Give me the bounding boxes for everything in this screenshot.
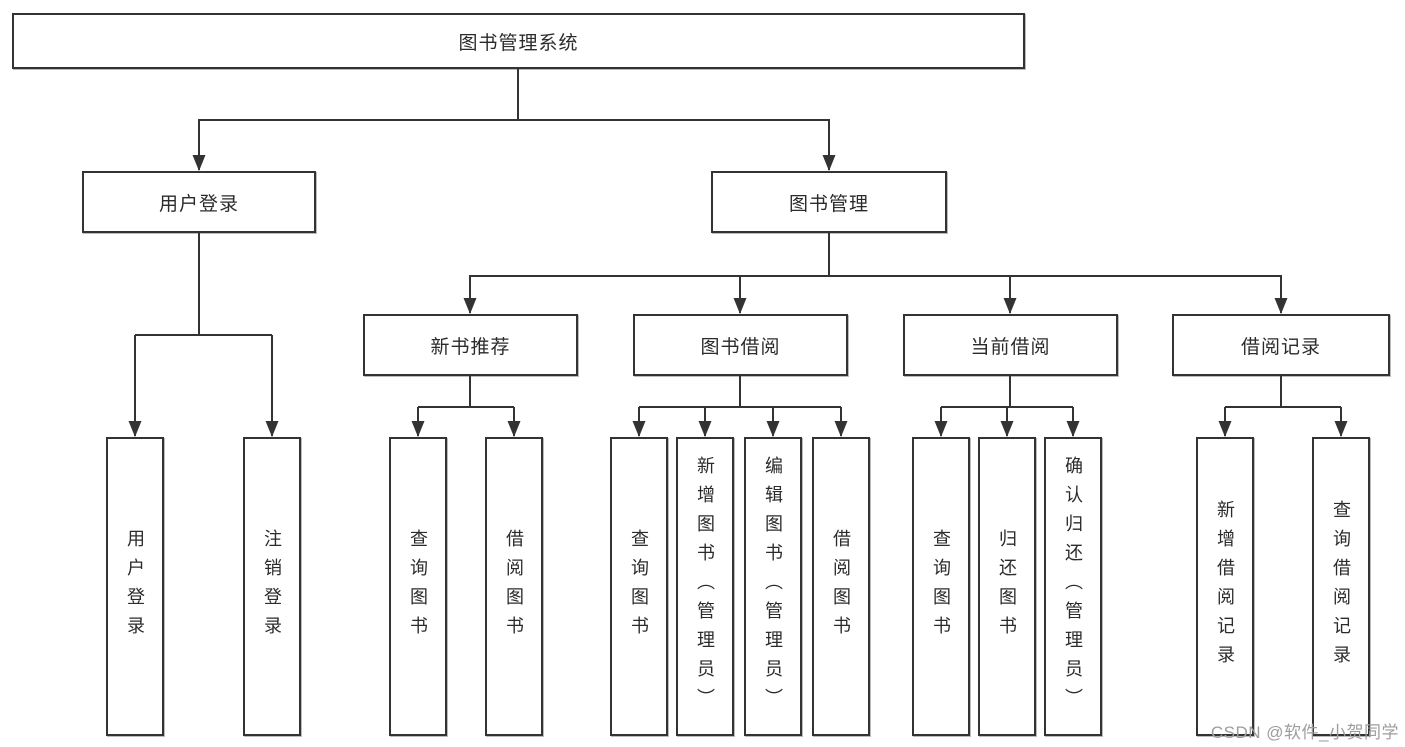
leaf-edit-books-admin-label: 编辑图书（管理员） bbox=[763, 456, 783, 717]
csdn-watermark: CSDN @软件_小贺同学 bbox=[1210, 723, 1399, 742]
connector-book-management-to-level3 bbox=[463, 233, 1288, 314]
node-new-book-recommend-label: 新书推荐 bbox=[430, 336, 511, 358]
connector-root-to-level2 bbox=[192, 69, 836, 171]
node-book-borrowing: 图书借阅 bbox=[633, 314, 848, 376]
leaf-confirm-return-admin-label: 确认归还（管理员） bbox=[1063, 456, 1083, 717]
leaf-return-books: 归还图书 bbox=[978, 437, 1036, 736]
leaf-query-books-borrowing: 查询图书 bbox=[610, 437, 668, 736]
node-book-management-label: 图书管理 bbox=[788, 193, 869, 215]
node-current-borrowing-label: 当前借阅 bbox=[970, 336, 1051, 358]
leaf-add-borrow-record: 新增借阅记录 bbox=[1196, 437, 1254, 736]
node-user-login: 用户登录 bbox=[82, 171, 316, 233]
leaf-logout: 注销登录 bbox=[243, 437, 301, 736]
leaf-query-books-current-label: 查询图书 bbox=[931, 528, 951, 645]
node-borrow-records-label: 借阅记录 bbox=[1240, 336, 1321, 358]
leaf-add-books-admin: 新增图书（管理员） bbox=[676, 437, 734, 736]
leaf-logout-label: 注销登录 bbox=[262, 528, 282, 645]
node-new-book-recommend: 新书推荐 bbox=[363, 314, 578, 376]
leaf-query-books-current: 查询图书 bbox=[912, 437, 970, 736]
leaf-user-login: 用户登录 bbox=[106, 437, 164, 736]
connector-user-login-to-leaves bbox=[128, 233, 279, 437]
node-root-system: 图书管理系统 bbox=[12, 13, 1025, 69]
node-borrow-records: 借阅记录 bbox=[1172, 314, 1390, 376]
leaf-query-borrow-record-label: 查询借阅记录 bbox=[1331, 499, 1351, 674]
leaf-user-login-label: 用户登录 bbox=[125, 528, 145, 645]
leaf-borrow-books-recommend-label: 借阅图书 bbox=[504, 528, 524, 645]
node-book-borrowing-label: 图书借阅 bbox=[700, 336, 781, 358]
leaf-borrow-books-recommend: 借阅图书 bbox=[485, 437, 543, 736]
leaf-return-books-label: 归还图书 bbox=[997, 528, 1017, 645]
leaf-query-books-recommend: 查询图书 bbox=[389, 437, 447, 736]
leaf-add-books-admin-label: 新增图书（管理员） bbox=[695, 456, 715, 717]
connector-book-borrowing-to-leaves bbox=[632, 376, 848, 437]
leaf-borrow-books: 借阅图书 bbox=[812, 437, 870, 736]
leaf-query-borrow-record: 查询借阅记录 bbox=[1312, 437, 1370, 736]
leaf-query-books-borrowing-label: 查询图书 bbox=[629, 528, 649, 645]
node-current-borrowing: 当前借阅 bbox=[903, 314, 1118, 376]
leaf-borrow-books-label: 借阅图书 bbox=[831, 528, 851, 645]
connector-new-book-to-leaves bbox=[411, 376, 521, 437]
node-user-login-label: 用户登录 bbox=[158, 193, 239, 215]
connector-current-borrowing-to-leaves bbox=[934, 376, 1080, 437]
leaf-add-borrow-record-label: 新增借阅记录 bbox=[1215, 499, 1235, 674]
leaf-query-books-recommend-label: 查询图书 bbox=[408, 528, 428, 645]
node-book-management: 图书管理 bbox=[711, 171, 947, 233]
leaf-confirm-return-admin: 确认归还（管理员） bbox=[1044, 437, 1102, 736]
connector-borrow-records-to-leaves bbox=[1218, 376, 1348, 437]
leaf-edit-books-admin: 编辑图书（管理员） bbox=[744, 437, 802, 736]
node-root-label: 图书管理系统 bbox=[458, 32, 579, 54]
